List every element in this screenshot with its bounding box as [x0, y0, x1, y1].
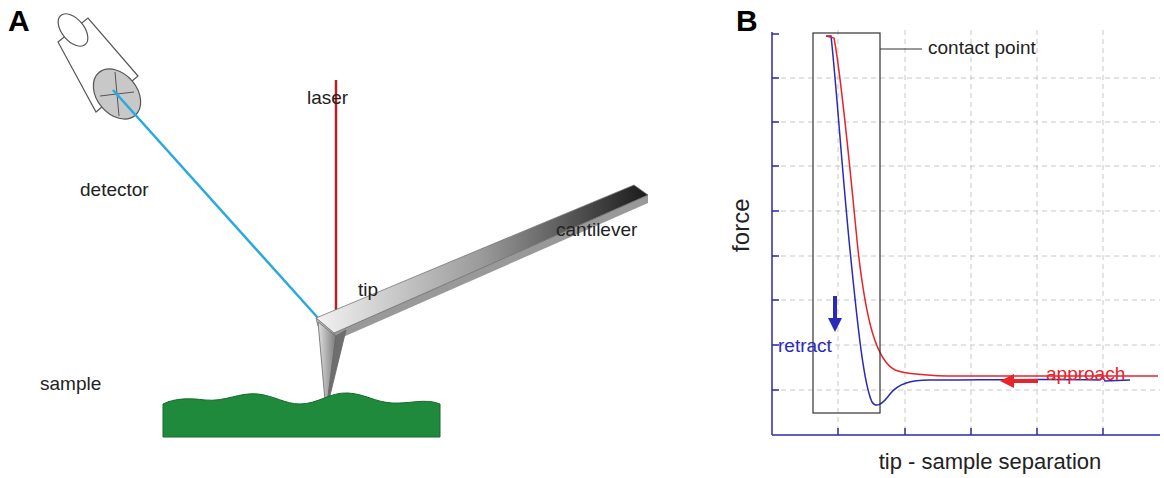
part-label: sample [40, 374, 101, 395]
detector-cylinder [52, 8, 150, 128]
part-label: laser [307, 88, 348, 109]
approach-arrow [1000, 374, 1038, 388]
approach-curve [826, 36, 1158, 376]
reflected-beam [113, 90, 318, 318]
part-label: detector [80, 180, 149, 201]
chart-axes [772, 32, 1160, 435]
axis-title: force [729, 198, 755, 251]
series-label: approach [1046, 364, 1125, 385]
laser-beam [335, 80, 338, 318]
series-label: retract [778, 336, 832, 357]
sample-surface [163, 393, 440, 437]
callout-label: contact point [928, 38, 1036, 59]
cantilever-beam [316, 185, 648, 341]
leader-line [880, 49, 922, 50]
retract-arrow [828, 296, 842, 332]
part-label: cantilever [556, 220, 637, 241]
axis-title: tip - sample separation [879, 450, 1102, 474]
chart-grid [772, 30, 1160, 435]
retract-curve [826, 36, 1130, 405]
part-label: tip [358, 280, 378, 301]
panel-letter: A [8, 4, 30, 37]
panel-letter: B [736, 4, 758, 37]
